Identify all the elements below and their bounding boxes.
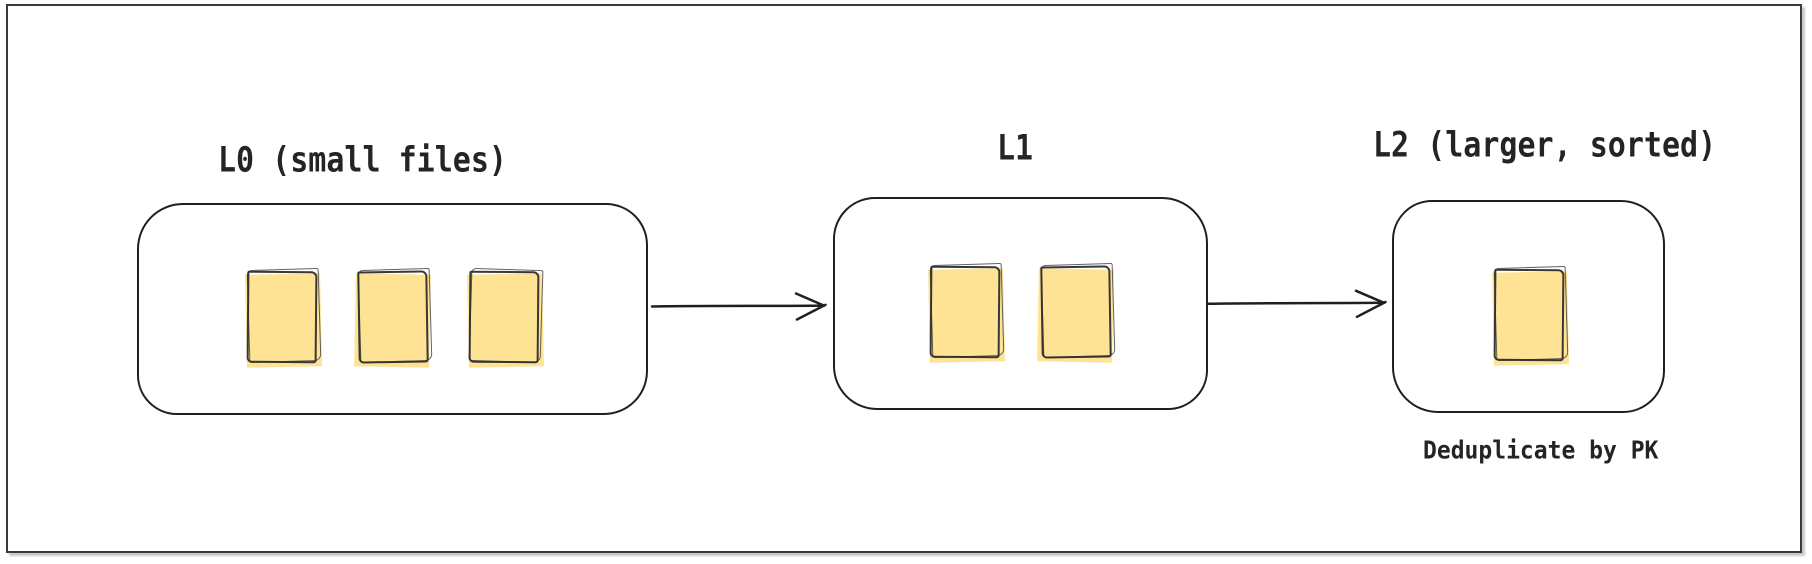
file-sketch-stroke bbox=[1493, 265, 1568, 361]
sstable-file bbox=[353, 267, 432, 368]
sstable-file bbox=[466, 267, 544, 368]
sstable-file bbox=[1037, 262, 1116, 363]
file-row-l2 bbox=[1394, 202, 1663, 411]
level-box-l1 bbox=[833, 197, 1208, 410]
file-sketch-stroke bbox=[246, 267, 321, 364]
level-label-l2: L2 (larger, sorted) bbox=[1373, 125, 1717, 166]
file-sketch-stroke bbox=[929, 262, 1005, 358]
sstable-file bbox=[1491, 265, 1569, 366]
level-label-l0: L0 (small files) bbox=[218, 140, 507, 181]
file-sketch-stroke bbox=[357, 267, 432, 364]
file-sketch-stroke bbox=[468, 267, 543, 364]
level-box-l2 bbox=[1392, 200, 1665, 413]
arrow-l0-to-l1 bbox=[650, 292, 827, 321]
arrow-l1-to-l2 bbox=[1205, 289, 1387, 319]
level-box-l0 bbox=[137, 203, 648, 415]
annotation-deduplicate-by-pk: Deduplicate by PK bbox=[1423, 436, 1659, 466]
level-label-l1: L1 bbox=[997, 128, 1034, 169]
file-sketch-stroke bbox=[1040, 262, 1116, 358]
sstable-file bbox=[928, 262, 1005, 363]
file-row-l0 bbox=[139, 205, 646, 413]
file-row-l1 bbox=[835, 199, 1206, 408]
sstable-file bbox=[244, 267, 322, 368]
